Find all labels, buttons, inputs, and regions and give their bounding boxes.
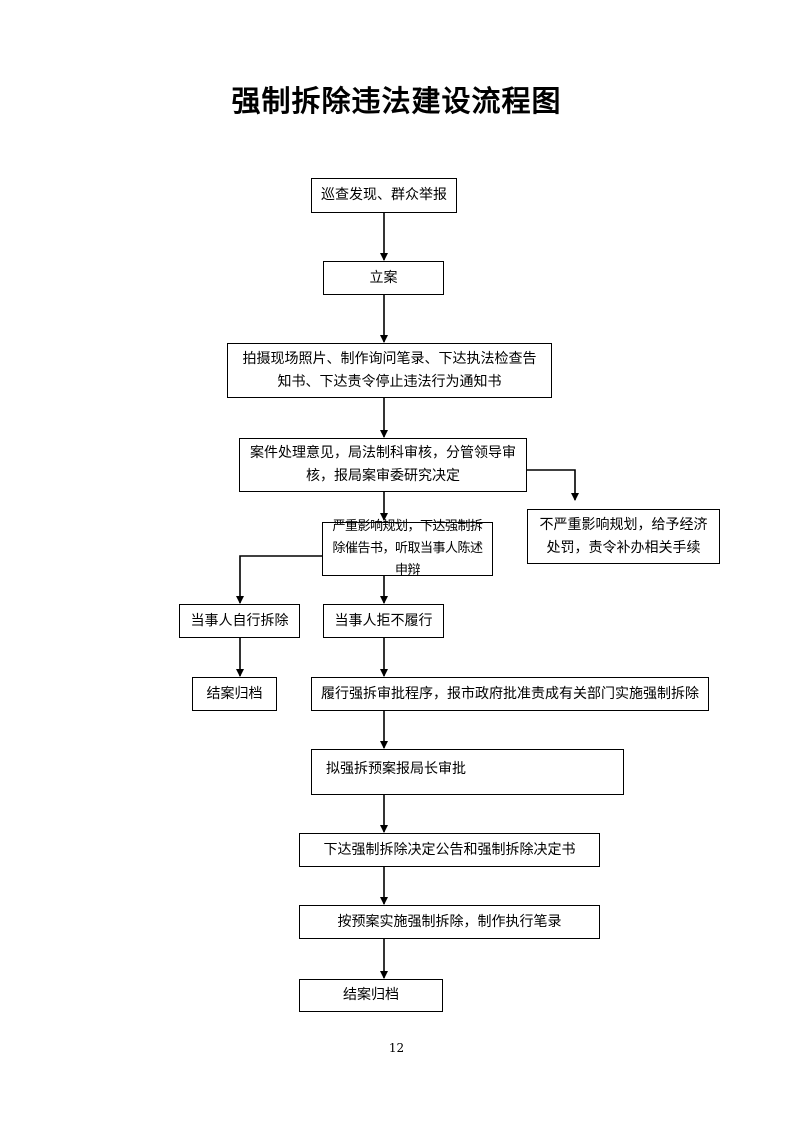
step-investigate: 拍摄现场照片、制作询问笔录、下达执法检查告知书、下达责令停止违法行为通知书: [227, 343, 552, 398]
step-refuse: 当事人拒不履行: [323, 604, 444, 638]
step-serious-violation: 严重影响规划，下达强制拆除催告书，听取当事人陈述申辩: [322, 519, 493, 578]
page-title: 强制拆除违法建设流程图: [231, 84, 562, 118]
step-file-case: 立案: [323, 261, 444, 295]
step-minor-violation: 不严重影响规划，给予经济处罚，责令补办相关手续: [527, 509, 720, 564]
step-close-final: 结案归档: [299, 979, 443, 1012]
step-discover: 巡查发现、群众举报: [311, 178, 457, 213]
step-approval-procedure: 履行强拆审批程序，报市政府批准责成有关部门实施强制拆除: [311, 677, 709, 711]
page-number: 12: [388, 1041, 405, 1055]
step-close-left: 结案归档: [192, 677, 277, 711]
arrow-review-to-minor: [527, 469, 579, 501]
step-self-demolish: 当事人自行拆除: [179, 604, 300, 638]
arrow-serious-to-self: [236, 555, 322, 604]
step-plan: 拟强拆预案报局长审批: [311, 749, 624, 795]
step-review: 案件处理意见，局法制科审核，分管领导审核，报局案审委研究决定: [239, 438, 527, 492]
step-decision: 下达强制拆除决定公告和强制拆除决定书: [299, 833, 600, 867]
step-execute: 按预案实施强制拆除，制作执行笔录: [299, 905, 600, 939]
